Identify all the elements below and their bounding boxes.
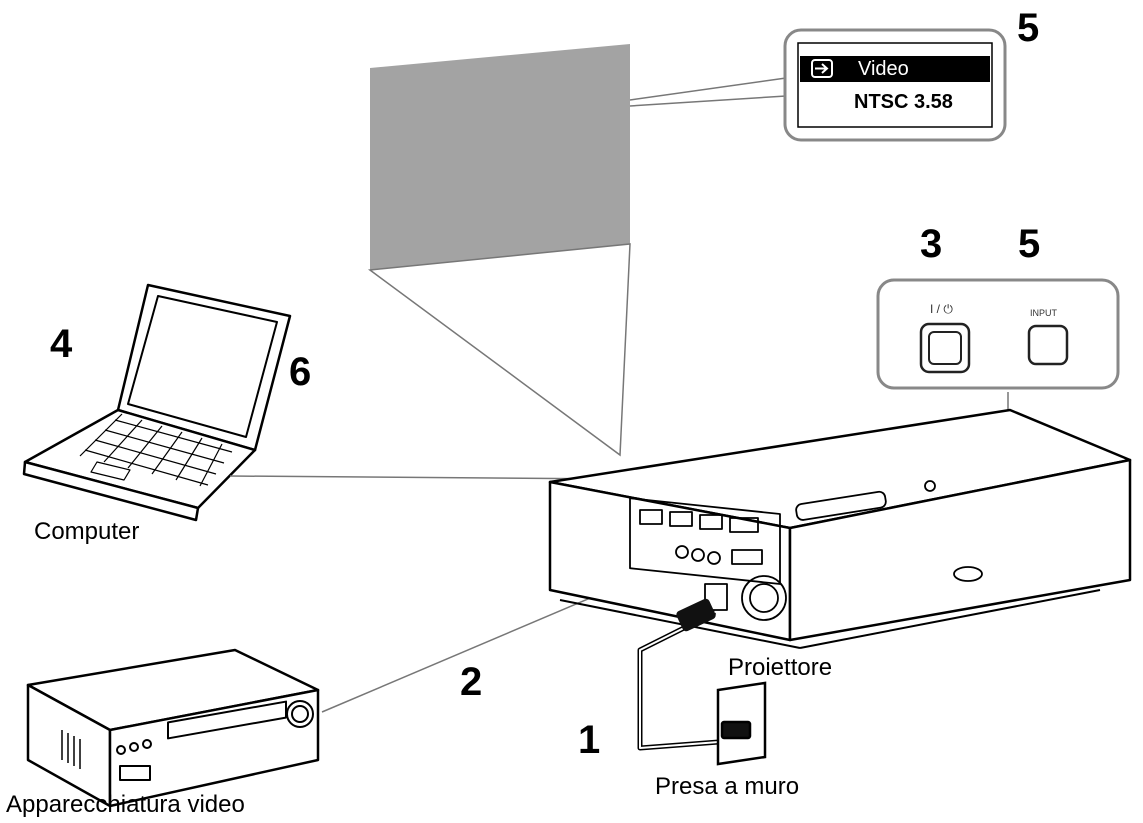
- step-4: 4: [50, 322, 73, 366]
- laptop-computer: [22, 283, 292, 522]
- input-button: [1027, 324, 1069, 366]
- power-label: I / ⏻: [930, 302, 953, 316]
- step-6: 6: [289, 350, 312, 394]
- callout-line-osd: [629, 77, 787, 101]
- wall-outlet: [716, 681, 767, 766]
- video-equipment: [26, 648, 320, 808]
- control-panel-callout: [801, 278, 1120, 490]
- step-3: 3: [920, 222, 943, 266]
- input-label: INPUT: [1030, 308, 1057, 318]
- osd-callout: [783, 28, 1007, 142]
- video-equipment-label: Apparecchiatura video: [6, 791, 245, 818]
- projector-label: Proiettore: [728, 654, 833, 681]
- osd-input-name: Video: [858, 58, 909, 80]
- projector: [548, 408, 1132, 649]
- computer-label: Computer: [34, 518, 140, 545]
- step-2: 2: [460, 660, 483, 704]
- osd-signal: NTSC 3.58: [854, 91, 953, 113]
- step-5-input: 5: [1018, 222, 1041, 266]
- wall-outlet-label: Presa a muro: [655, 773, 800, 800]
- power-button: [919, 322, 971, 374]
- power-cord: [637, 598, 746, 751]
- step-5-osd: 5: [1017, 6, 1040, 50]
- step-1: 1: [578, 718, 601, 762]
- projected-screen: [367, 44, 787, 457]
- input-arrow-icon: [811, 59, 833, 78]
